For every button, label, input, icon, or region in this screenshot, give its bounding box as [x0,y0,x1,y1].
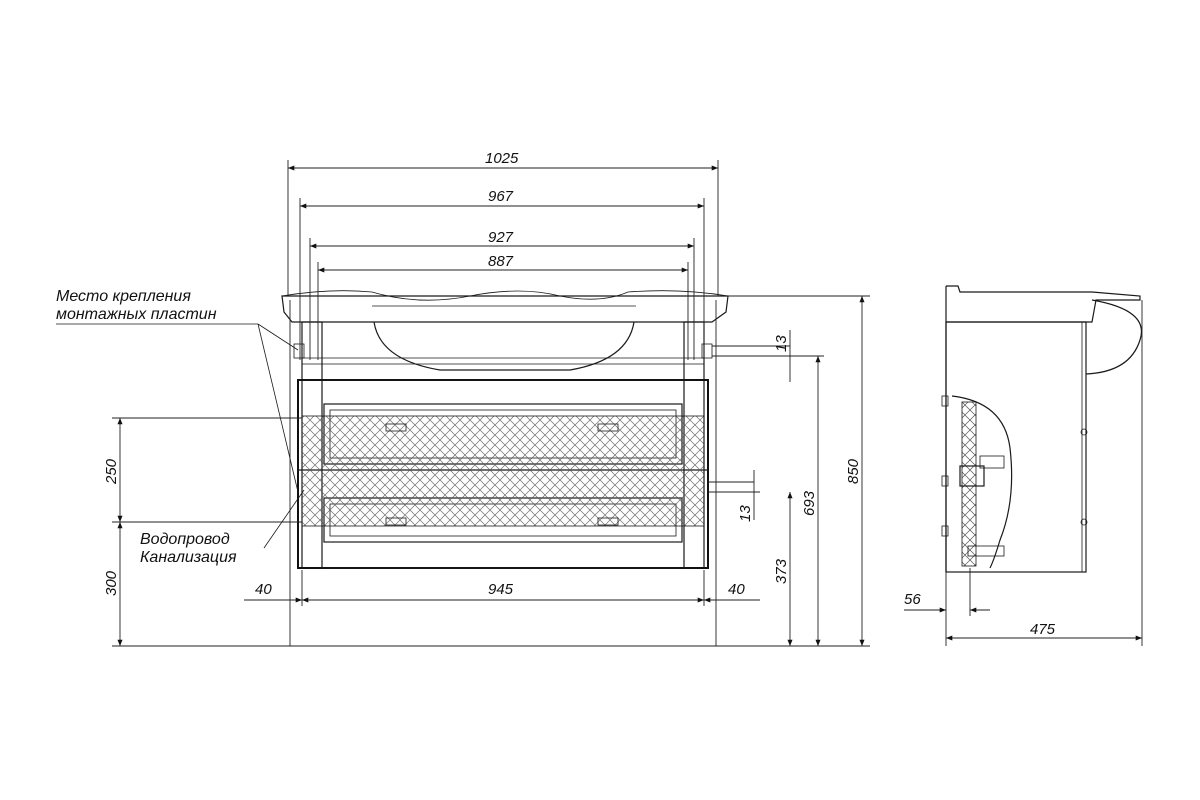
dim-depth: 475 [1030,621,1056,638]
dim-cabinet-width: 945 [488,581,514,598]
dim-total-height: 850 [845,458,862,484]
dim-drawer-height: 373 [773,558,790,584]
dim-right-offset: 40 [728,581,745,598]
dim-mount-outer: 927 [488,229,514,246]
countertop-wave [281,290,729,301]
label-pipe-line2: Канализация [140,549,237,566]
side-hatch [962,402,976,566]
dim-mount-height: 693 [801,490,818,516]
width-dimensions: 1025 967 927 887 [287,150,719,360]
mount-plate-left [293,343,305,359]
labels: Место крепления монтажных пластин Водопр… [56,288,305,566]
side-plumbing [951,395,1013,569]
dim-mount-inner: 887 [488,253,514,270]
water-zone-hatch [302,416,704,526]
label-mount-line1: Место крепления [56,288,191,305]
leader-mount [257,323,299,351]
countertop-outline [281,295,729,323]
bottom-dimensions: 40 945 40 [244,570,760,606]
basin-bowl [373,321,635,371]
drawer-handle [385,517,407,526]
label-mount-line2: монтажных пластин [56,306,217,323]
dim-drain-height: 300 [103,570,120,596]
side-countertop [946,285,1141,323]
dim-left-offset: 40 [255,581,272,598]
side-basin [1085,299,1142,375]
dim-mount-offset-top: 13 [773,335,790,352]
side-view: 475 56 [904,285,1143,646]
side-cabinet [945,321,1087,573]
dim-top-width: 1025 [485,150,519,167]
drawer-handle [597,423,619,432]
dim-water-zone: 250 [103,458,120,485]
label-pipe-line1: Водопровод [140,531,230,548]
drawer-handle [385,423,407,432]
front-view [281,290,729,647]
drawer-handle [597,517,619,526]
left-dimensions: 250 300 [103,417,302,647]
dim-wall-gap: 56 [904,591,921,608]
right-dimensions: 850 693 13 13 373 [708,295,870,647]
leader-pipes [263,489,305,549]
mount-plate-right [701,343,713,359]
dim-basin-width: 967 [488,188,514,205]
dim-mount-offset-mid: 13 [737,505,754,522]
